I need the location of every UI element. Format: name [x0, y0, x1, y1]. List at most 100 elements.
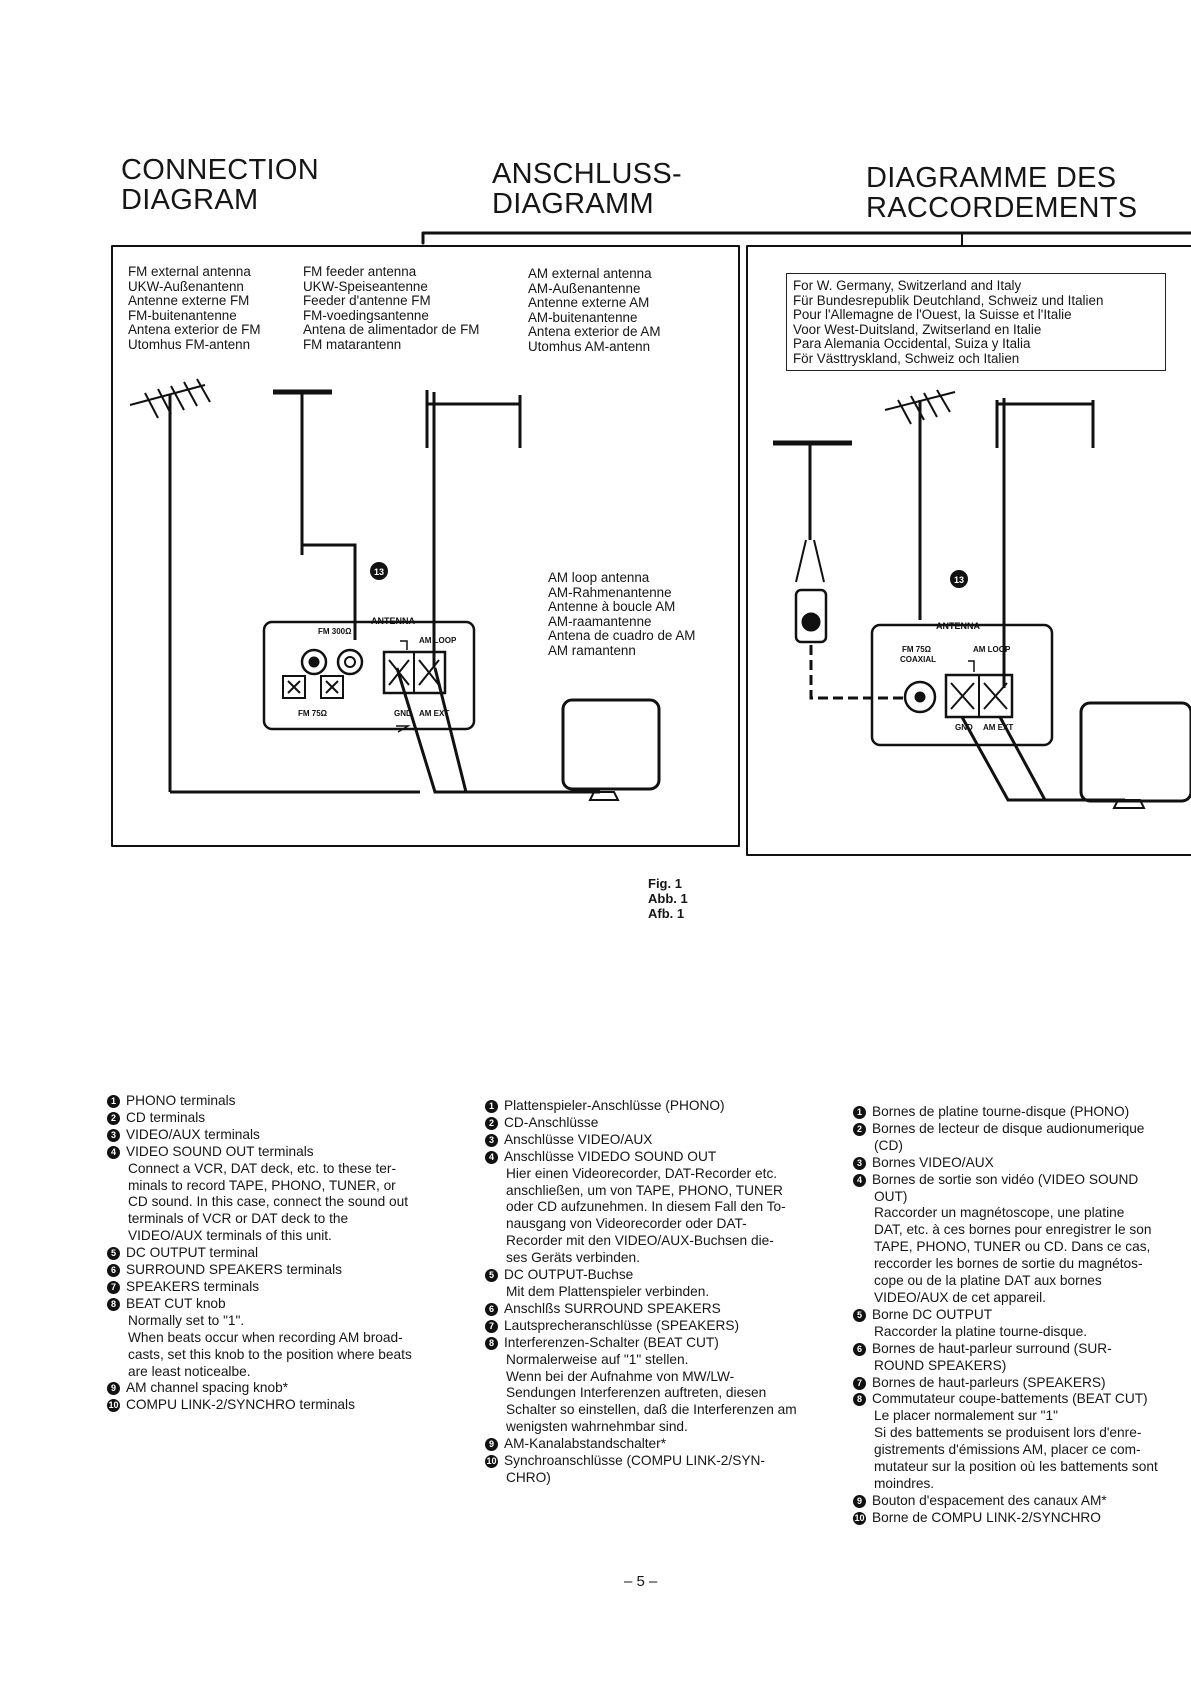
legend-item: 1 PHONO terminals	[107, 1093, 447, 1110]
legend-item-description: CHRO)	[485, 1470, 810, 1487]
legend-item-title: Bornes de platine tourne-disque (PHONO)	[872, 1104, 1130, 1119]
item-number-badge: 1	[853, 1106, 866, 1119]
item-number-badge: 4	[853, 1173, 866, 1187]
panel-right-gnd-label: GND	[955, 723, 973, 732]
panel-right-coaxial-label: COAXIAL	[900, 655, 936, 664]
legend-item-title: BEAT CUT knob	[126, 1295, 226, 1311]
page-number: – 5 –	[624, 1573, 658, 1590]
description-line: Sendungen Interferenzen auftreten, diese…	[506, 1385, 767, 1401]
item-number-badge: 3	[107, 1128, 120, 1142]
legend-item: 8 Interferenzen-Schalter (BEAT CUT)	[485, 1335, 810, 1352]
legend-item: 7 Bornes de haut-parleurs (SPEAKERS)	[853, 1375, 1188, 1392]
legend-item-title: CD-Anschlüsse	[504, 1114, 599, 1130]
legend-item-title: VIDEO SOUND OUT terminals	[126, 1143, 314, 1159]
item-number-badge: 2	[107, 1111, 120, 1125]
legend-item-title: Bornes de sortie son vidéo (VIDEO SOUND	[872, 1171, 1139, 1187]
description-line: CHRO)	[506, 1469, 551, 1485]
item-number-badge: 2	[853, 1122, 866, 1136]
item-number-badge: 7	[485, 1319, 498, 1333]
legend-item-title: Interferenzen-Schalter (BEAT CUT)	[504, 1334, 719, 1350]
legend-item: 2 Bornes de lecteur de disque audionumeri…	[853, 1121, 1188, 1138]
item-number-badge: 10	[853, 1511, 866, 1525]
heading-english: CONNECTION DIAGRAM	[121, 154, 319, 216]
label-fm-feeder-antenna: FM feeder antenna UKW-Speiseantenne Feed…	[303, 264, 480, 352]
legend-item-description: Mit dem Plattenspieler verbinden.	[485, 1284, 810, 1301]
legend-item-description: Raccorder la platine tourne-disque.	[853, 1324, 1188, 1341]
legend-item-title: DC OUTPUT-Buchse	[504, 1267, 634, 1283]
fm-feeder-antenna-icon-right	[773, 440, 905, 700]
legend-item-title: Lautsprecheranschlüsse (SPEAKERS)	[504, 1317, 740, 1333]
description-line: Raccorder la platine tourne-disque.	[874, 1323, 1088, 1339]
figure-caption: Fig. 1 Abb. 1 Afb. 1	[648, 876, 688, 921]
description-line: casts, set this knob to the position whe…	[128, 1346, 412, 1362]
item-number-badge: 8	[107, 1297, 120, 1311]
description-line: terminals of VCR or DAT deck to the	[128, 1211, 349, 1227]
description-line: CD sound. In this case, connect the soun…	[128, 1194, 409, 1210]
description-line: oder CD aufzunehmen. In diesem Fall den …	[506, 1199, 786, 1215]
panel-right-antenna-label: ANTENNA	[936, 621, 980, 631]
panel-left-fm300-label: FM 300Ω	[318, 627, 352, 636]
item-number-badge: 5	[853, 1308, 866, 1322]
description-line: Schalter so einstellen, daß die Interfer…	[506, 1402, 797, 1418]
legend-item-title: Bouton d'espacement des canaux AM*	[872, 1492, 1107, 1508]
item-number-badge: 9	[485, 1438, 498, 1452]
callout-marker-left	[370, 562, 388, 580]
legend-item-title: Synchroanschlüsse (COMPU LINK-2/SYN-	[504, 1453, 765, 1469]
description-line: ses Geräts verbinden.	[506, 1250, 640, 1266]
item-number-badge: 7	[853, 1376, 866, 1390]
description-line: ROUND SPEAKERS)	[874, 1357, 1007, 1373]
legend-item-title: Bornes de lecteur de disque audionumeriq…	[872, 1120, 1145, 1136]
item-number-badge: 8	[853, 1393, 866, 1407]
callout-marker-right	[950, 570, 968, 588]
item-number-badge: 1	[107, 1095, 120, 1108]
legend-item-title: Bornes de haut-parleurs (SPEAKERS)	[872, 1374, 1106, 1390]
description-line: Wenn bei der Aufnahme von MW/LW-	[506, 1368, 735, 1384]
description-line: Mit dem Plattenspieler verbinden.	[506, 1283, 710, 1299]
fm-external-antenna-icon	[129, 378, 420, 794]
item-number-badge: 10	[485, 1455, 498, 1469]
antenna-panel-right	[870, 623, 1054, 747]
fm-external-antenna-icon-right	[884, 389, 956, 620]
legend-item-description: Normally set to "1".When beats occur whe…	[107, 1313, 447, 1381]
legend-item-description: OUT)Raccorder un magnétoscope, une plati…	[853, 1189, 1188, 1307]
legend-item: 8 BEAT CUT knob	[107, 1296, 447, 1313]
legend-item-title: Borne de COMPU LINK-2/SYNCHRO	[872, 1509, 1101, 1525]
item-number-badge: 9	[853, 1494, 866, 1508]
panel-left-gnd-label: GND	[394, 709, 412, 718]
legend-item-title: Bornes de haut-parleur surround (SUR-	[872, 1340, 1112, 1356]
legend-item-description: Hier einen Videorecorder, DAT-Recorder e…	[485, 1166, 810, 1267]
description-line: Normalerweise auf "1" stellen.	[506, 1351, 689, 1367]
description-line: VIDEO/AUX de cet appareil.	[874, 1289, 1046, 1305]
legend-item-title: PHONO terminals	[126, 1093, 236, 1108]
panel-left-am-loop-label: AM LOOP	[419, 636, 457, 645]
description-line: cope ou de la platine DAT aux bornes	[874, 1273, 1102, 1289]
item-number-badge: 9	[107, 1382, 120, 1396]
description-line: When beats occur when recording AM broad…	[128, 1329, 403, 1345]
description-line: wenigsten wahrnehmbar sind.	[506, 1419, 688, 1435]
item-number-badge: 8	[485, 1336, 498, 1350]
legend-item-title: COMPU LINK-2/SYNCHRO terminals	[126, 1397, 355, 1413]
item-number-badge: 6	[853, 1342, 866, 1356]
description-line: reccorder les bornes de sortie du magnét…	[874, 1256, 1143, 1272]
legend-item-title: CD terminals	[126, 1109, 206, 1125]
legend-french: 1 Bornes de platine tourne-disque (PHONO)…	[853, 1104, 1188, 1527]
legend-item-title: DC OUTPUT terminal	[126, 1245, 259, 1261]
legend-item-title: Bornes VIDEO/AUX	[872, 1154, 994, 1170]
label-fm-external-antenna: FM external antenna UKW-Außenantenn Ante…	[128, 264, 261, 352]
description-line: OUT)	[874, 1188, 908, 1204]
description-line: are least noticealbe.	[128, 1363, 251, 1379]
description-line: mutateur sur la position où les battemen…	[874, 1459, 1158, 1475]
panel-left-am-ext-label: AM EXT	[419, 709, 449, 718]
callout-number-right: 13	[954, 575, 964, 585]
